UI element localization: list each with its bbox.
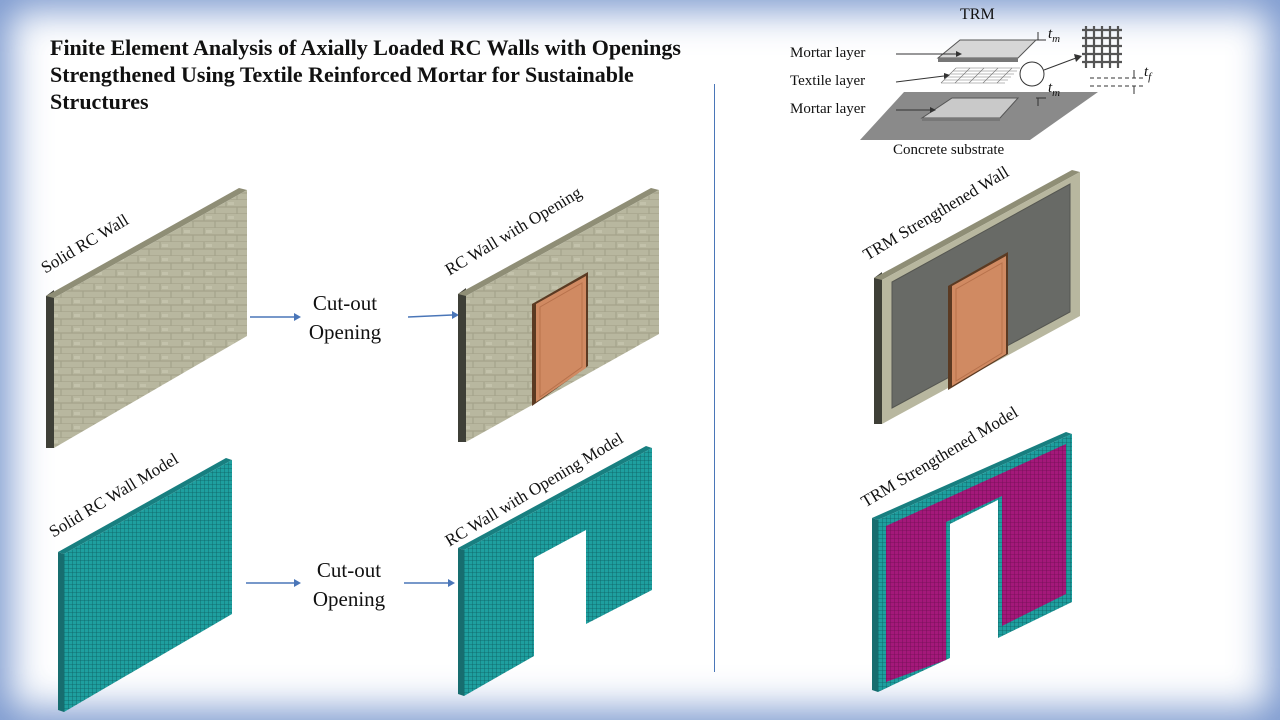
- cutout-label-bottom-line2: Opening: [312, 587, 386, 611]
- trm-tm-top-subscript: m: [1052, 33, 1061, 45]
- panel-divider: [714, 84, 715, 672]
- trm-mortar-top-label: Mortar layer: [790, 45, 866, 61]
- wall-opening-figure: [458, 188, 659, 442]
- cutout-label-bottom: Cut-out Opening: [304, 556, 394, 614]
- cutout-arrow-top-left: [250, 313, 301, 321]
- cutout-label-top-line1: Cut-out: [312, 291, 378, 315]
- solid-wall-figure: [46, 188, 247, 448]
- trm-tm-bottom-subscript: m: [1052, 87, 1061, 99]
- trm-wall-figure: [874, 170, 1080, 424]
- trm-model-figure: [872, 432, 1072, 692]
- trm-mortar-bottom-label: Mortar layer: [790, 101, 866, 117]
- cutout-arrow-bottom-left: [246, 579, 301, 587]
- cutout-label-top-line2: Opening: [308, 320, 382, 344]
- cutout-arrow-top-right: [408, 311, 459, 319]
- slide-title: Finite Element Analysis of Axially Loade…: [50, 35, 681, 114]
- cutout-label-top: Cut-out Opening: [300, 289, 390, 347]
- trm-tf-symbol: t: [1144, 64, 1149, 80]
- trm-textile-label: Textile layer: [790, 73, 866, 89]
- trm-tf-label: tf: [1144, 64, 1151, 83]
- trm-tm-bottom-label: tm: [1048, 80, 1060, 99]
- trm-layers-diagram: [860, 26, 1144, 140]
- trm-tm-bottom-symbol: t: [1048, 80, 1053, 96]
- trm-tf-subscript: f: [1148, 71, 1152, 83]
- trm-tm-top-label: tm: [1048, 26, 1060, 45]
- cutout-label-bottom-line1: Cut-out: [316, 558, 382, 582]
- trm-substrate-label: Concrete substrate: [893, 142, 1005, 158]
- opening-model-figure: [458, 446, 652, 696]
- cutout-arrow-bottom-right: [404, 579, 455, 587]
- trm-tm-top-symbol: t: [1048, 26, 1053, 42]
- trm-heading: TRM: [960, 6, 995, 23]
- solid-model-figure: [58, 458, 232, 712]
